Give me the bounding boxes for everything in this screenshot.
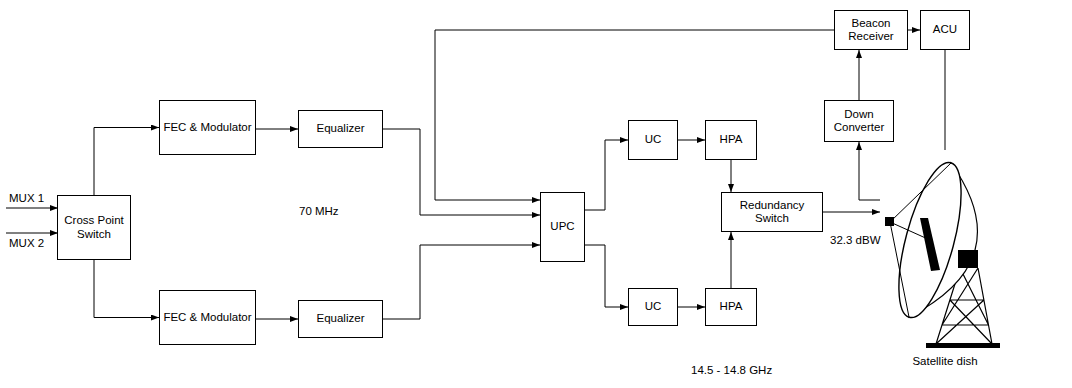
signal-label: 70 MHz [298,205,340,218]
feed-strut [890,163,951,317]
process-box: UC [628,120,678,160]
process-box: Cross Point Switch [57,195,131,260]
signal-connector [731,160,732,192]
satellite-dish: Satellite dish [880,150,1010,372]
process-box: HPA [705,120,757,160]
signal-connector [94,128,159,196]
box-label: HPA [720,300,743,313]
signal-connector [585,140,628,210]
signal-connector [731,232,732,288]
dish-rib [920,218,940,271]
box-label: UC [645,300,662,313]
signal-connector [678,307,705,308]
signal-connector [585,245,628,307]
process-box: ACU [920,10,970,50]
signal-connector [823,212,880,213]
process-box: Beacon Receiver [834,10,908,50]
box-label: FEC & Modulator [163,121,251,134]
process-box: UPC [540,192,585,262]
signal-connector [94,260,159,318]
signal-connector [945,50,946,150]
process-box: Down Converter [824,100,894,142]
box-label: Cross Point Switch [61,214,127,240]
power-label: 32.3 dBW [829,234,882,247]
input-arrow [6,208,58,209]
dish-rim [886,157,974,324]
dish-base [926,343,1000,348]
signal-connector [256,129,298,130]
box-label: Equalizer [317,122,365,135]
box-label: UPC [550,220,574,233]
satellite-dish-drawing [885,157,1000,348]
box-label: Satellite dish [912,355,977,368]
box-label: ACU [933,23,957,36]
input-arrow [6,233,58,234]
process-box: Equalizer [298,110,383,148]
box-label: HPA [720,133,743,146]
box-label: Redundancy Switch [725,199,819,225]
signal-label: 14.5 - 14.8 GHz [690,364,773,377]
box-label: Down Converter [828,108,890,134]
signal-connector [859,50,860,100]
process-box: FEC & Modulator [159,290,256,345]
signal-connector [383,245,540,319]
feed-horn [885,217,894,226]
process-box: FEC & Modulator [159,100,256,155]
process-box: Equalizer [298,300,383,338]
process-box: HPA [705,288,757,326]
box-label: Equalizer [317,312,365,325]
signal-connector [256,319,298,320]
signal-connector [435,30,834,200]
dish-hub [958,250,978,268]
box-label: FEC & Modulator [163,311,251,324]
signal-label: MUX 1 [8,192,45,205]
signal-connector [908,30,920,31]
signal-connector [383,129,540,215]
signal-label: MUX 2 [8,237,45,250]
signal-connector [678,140,705,141]
box-label: UC [645,133,662,146]
process-box: Redundancy Switch [721,192,823,232]
process-box: UC [628,288,678,326]
box-label: Beacon Receiver [838,17,904,43]
signal-connector [859,142,880,200]
